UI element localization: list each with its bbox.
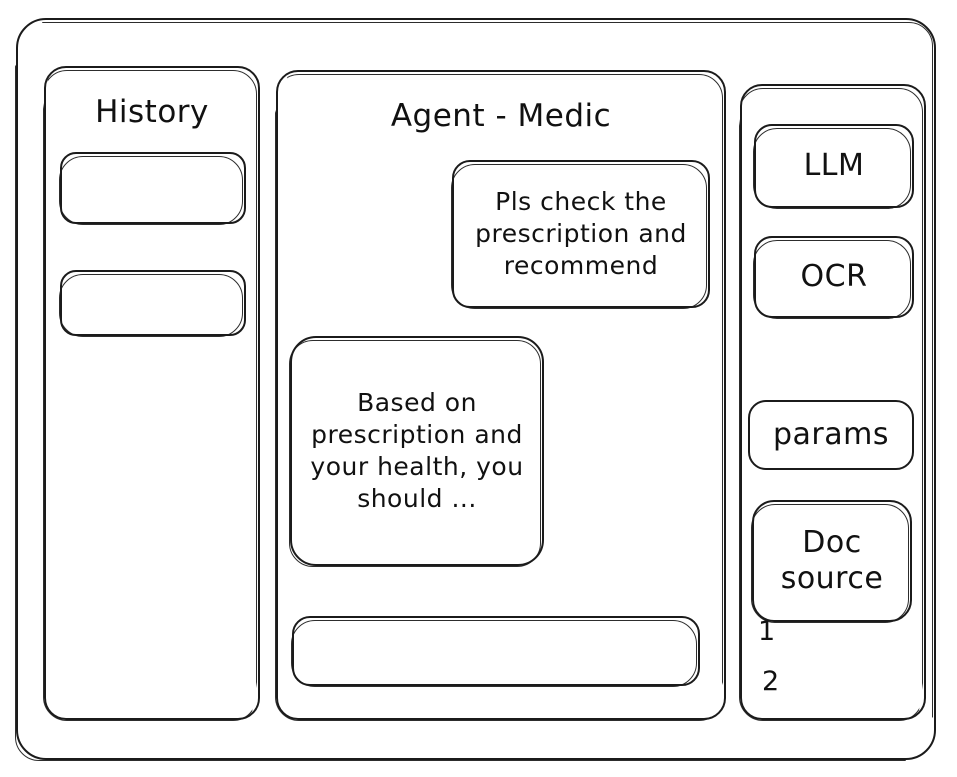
llm-button-label: LLM xyxy=(803,148,865,183)
user-message-text: Pls check the prescription and recommend xyxy=(475,187,687,280)
llm-button[interactable]: LLM xyxy=(754,124,914,208)
history-panel-title: History xyxy=(95,94,209,130)
user-message-bubble[interactable]: Pls check the prescription and recommend xyxy=(452,160,710,308)
page-title: Agent - Medic xyxy=(390,98,612,134)
ocr-button-label: OCR xyxy=(800,259,868,294)
agent-message-text: Based on prescription and your health, y… xyxy=(310,388,524,513)
doc-source-item-marker[interactable]: 2 xyxy=(762,666,780,697)
params-button[interactable]: params xyxy=(748,400,914,470)
history-list-item[interactable] xyxy=(60,152,246,224)
doc-source-title: Doc source xyxy=(780,525,884,596)
message-input[interactable] xyxy=(292,616,700,686)
doc-source-box[interactable]: Doc source xyxy=(752,500,912,622)
params-button-label: params xyxy=(773,417,889,452)
doc-source-item-marker[interactable]: 1 xyxy=(758,616,776,647)
agent-message-bubble[interactable]: Based on prescription and your health, y… xyxy=(290,336,544,566)
ocr-button[interactable]: OCR xyxy=(754,236,914,318)
history-list-item[interactable] xyxy=(60,270,246,336)
